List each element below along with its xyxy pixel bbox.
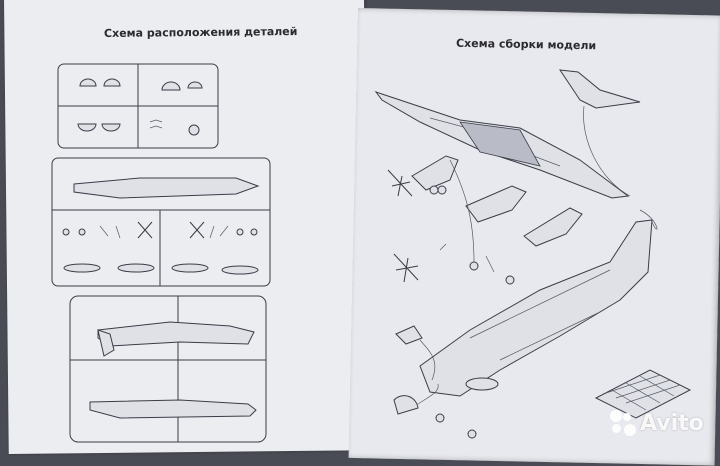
- assembly-fuselage: [419, 219, 653, 397]
- avito-logo-icon: [610, 410, 636, 436]
- sprue-small-parts: [57, 63, 219, 149]
- sprue-wing: [51, 157, 271, 287]
- diagram-drawings: [51, 63, 692, 443]
- instruction-sheet-photo: Схема расположения деталей Схема сборки …: [4, 0, 720, 466]
- assembly-wing: [374, 91, 630, 199]
- assembly-propellers: [387, 169, 419, 283]
- watermark-brand: Avito: [640, 410, 704, 436]
- assembly-canopy: [393, 325, 423, 415]
- assembly-engines: [411, 155, 583, 247]
- avito-watermark: Avito: [610, 410, 704, 436]
- sprue-fuselage: [69, 295, 267, 443]
- assembly-landing-gear: [429, 185, 515, 439]
- assembly-tailplane: [558, 69, 641, 109]
- assembly-guide-lines: [417, 105, 658, 405]
- decal-sheet: [594, 369, 692, 419]
